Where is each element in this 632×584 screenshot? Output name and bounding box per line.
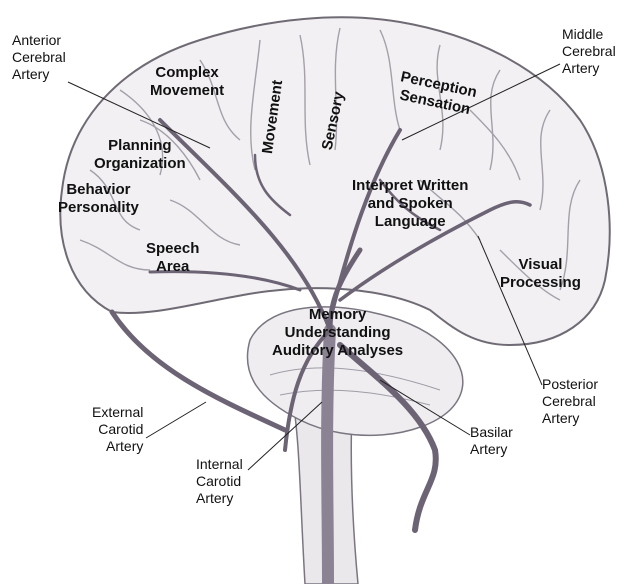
label-behavior: Behavior Personality (58, 181, 139, 217)
callout-internal-carotid-artery: Internal Carotid Artery (196, 456, 243, 507)
label-complex-movement: Complex Movement (150, 64, 224, 100)
label-speech-area: Speech Area (146, 240, 199, 276)
callout-external-carotid-artery: External Carotid Artery (92, 404, 143, 455)
callout-basilar-artery: Basilar Artery (470, 424, 513, 458)
label-planning: Planning Organization (94, 137, 186, 173)
label-interpret-language: Interpret Written and Spoken Language (352, 177, 468, 231)
label-visual-processing: Visual Processing (500, 256, 581, 292)
callout-middle-cerebral-artery: Middle Cerebral Artery (562, 26, 616, 77)
callout-posterior-cerebral-artery: Posterior Cerebral Artery (542, 376, 598, 427)
callout-anterior-cerebral-artery: Anterior Cerebral Artery (12, 32, 66, 83)
label-memory: Memory Understanding Auditory Analyses (272, 306, 403, 360)
